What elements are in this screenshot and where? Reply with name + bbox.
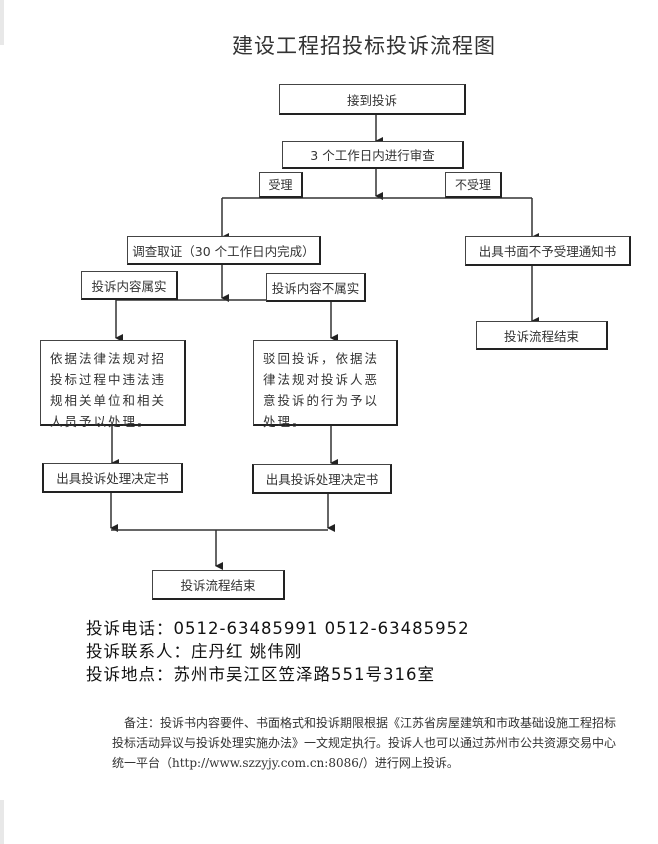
page-edge-mark [0,800,4,844]
page-edge-mark [0,0,4,45]
final-end-box: 投诉流程结束 [152,570,285,600]
contact-people: 投诉联系人：庄丹红 姚伟刚 [86,642,303,661]
true-action-box: 依据法律法规对招投标过程中违法违规相关单位和相关人员予以处理。 [40,340,186,429]
reject-end-box: 投诉流程结束 [476,321,608,350]
false-action-box: 驳回投诉，依据法律法规对投诉人恶意投诉的行为予以处理。 [253,340,398,429]
reject-notice-box: 出具书面不予受理通知书 [465,236,631,266]
reject-label: 不受理 [445,172,502,198]
investigate-box: 调查取证（30 个工作日内完成） [127,236,321,265]
page-title: 建设工程招投标投诉流程图 [232,34,496,58]
remarks-note: 备注：投诉书内容要件、书面格式和投诉期限根据《江苏省房屋建筑和市政基础设施工程招… [112,716,617,770]
contact-address: 投诉地点：苏州市吴江区笠泽路551号316室 [86,665,435,684]
contact-info: 投诉电话：0512-63485991 0512-63485952 投诉联系人：庄… [86,617,470,686]
contact-phone: 投诉电话：0512-63485991 0512-63485952 [86,619,470,638]
false-label-box: 投诉内容不属实 [266,273,366,302]
accept-label: 受理 [259,172,303,198]
true-label-box: 投诉内容属实 [81,271,178,300]
review-box: 3 个工作日内进行审查 [282,141,464,169]
true-decision-box: 出具投诉处理决定书 [42,463,183,493]
receive-box: 接到投诉 [279,84,466,115]
false-decision-box: 出具投诉处理决定书 [252,464,392,494]
